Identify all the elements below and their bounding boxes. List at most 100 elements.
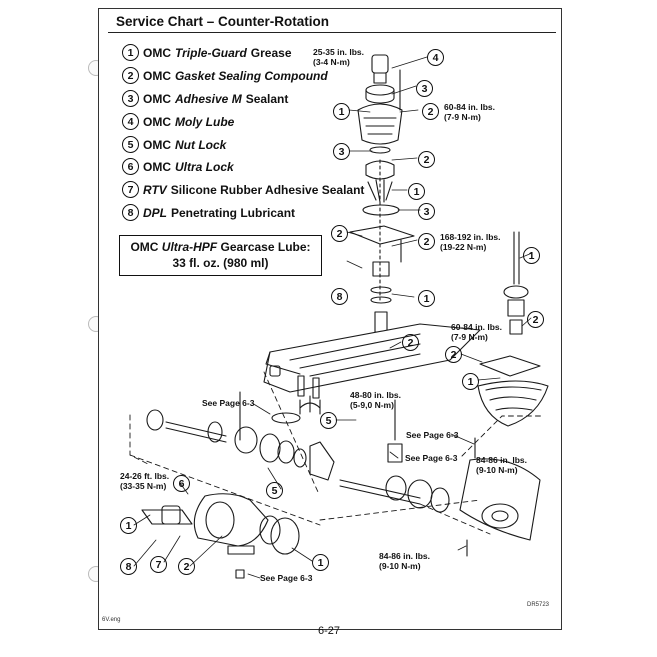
legend-product: Adhesive M bbox=[175, 91, 242, 106]
lube-product: Ultra-HPF bbox=[161, 240, 218, 254]
legend-brand: OMC bbox=[143, 159, 171, 174]
torque-value: 25-35 in. lbs. bbox=[313, 47, 365, 57]
legend-item-6: 6 OMC Ultra Lock bbox=[122, 158, 234, 175]
torque-value: 60-84 in. lbs. bbox=[451, 322, 503, 332]
bearing-housing-left bbox=[141, 493, 300, 579]
callout-6-retainer-bolt: 6 bbox=[173, 475, 190, 492]
callout-3-impeller-seal: 3 bbox=[418, 203, 435, 220]
callout-7-bearing-housing: 7 bbox=[150, 556, 167, 573]
legend-rest: Sealant bbox=[245, 91, 289, 106]
torque-spec-retainer-screws: 24-26 ft. lbs. (33-35 N-m) bbox=[120, 471, 169, 491]
footer-code: 6V.eng bbox=[102, 617, 121, 623]
torque-spec-trim-tab: 84-86 in. lbs. (9-10 N-m) bbox=[379, 551, 430, 571]
lube-line-1: OMC Ultra-HPF Gearcase Lube: bbox=[120, 239, 321, 255]
callout-1-impeller: 1 bbox=[408, 183, 425, 200]
water-pump-assembly bbox=[349, 54, 415, 333]
page-frame bbox=[98, 8, 562, 630]
title-rule bbox=[108, 32, 556, 34]
legend-product: Nut Lock bbox=[175, 137, 227, 152]
legend-product: Gasket Sealing Compound bbox=[175, 68, 328, 83]
page-number: 6-27 bbox=[318, 625, 341, 637]
legend-number: 7 bbox=[122, 181, 139, 198]
legend-brand: OMC bbox=[143, 137, 171, 152]
callout-1-housing-oring: 1 bbox=[312, 554, 329, 571]
legend-brand: OMC bbox=[143, 45, 171, 60]
legend-number: 6 bbox=[122, 158, 139, 175]
torque-spec-pinion-nut: 48-80 in. lbs. (5-9,0 N-m) bbox=[350, 390, 401, 410]
callout-5-pinion: 5 bbox=[320, 412, 337, 429]
legend-brand: OMC bbox=[143, 68, 171, 83]
torque-spec-water-pump: 25-35 in. lbs. (3-4 N-m) bbox=[313, 47, 364, 67]
see-page-ref-gear: See Page 6-3 bbox=[405, 453, 458, 463]
lube-quantity: 33 fl. oz. (980 ml) bbox=[172, 256, 269, 270]
torque-spec-pump-housing: 60-84 in. lbs. (7-9 N-m) bbox=[444, 102, 495, 122]
gearcase-housing bbox=[263, 323, 481, 393]
callout-2-pump-housing: 2 bbox=[422, 103, 439, 120]
callout-2-shift-cover: 2 bbox=[445, 346, 462, 363]
drawing-id: DR5723 bbox=[527, 602, 550, 608]
torque-metric: (19-22 N-m) bbox=[440, 242, 487, 252]
leader-lines bbox=[133, 56, 533, 579]
legend-brand: DPL bbox=[143, 205, 167, 220]
legend-product: Triple-Guard bbox=[175, 45, 247, 60]
torque-metric: (7-9 N-m) bbox=[451, 332, 488, 342]
legend-rest: Penetrating Lubricant bbox=[171, 205, 296, 220]
legend-item-2: 2 OMC Gasket Sealing Compound bbox=[122, 67, 328, 84]
legend-rest: Grease bbox=[250, 45, 292, 60]
see-page-ref-upper-left: See Page 6-3 bbox=[202, 398, 255, 408]
legend-number: 1 bbox=[122, 44, 139, 61]
torque-value: 24-26 ft. lbs. bbox=[120, 471, 170, 481]
propeller-shaft-assembly bbox=[146, 375, 450, 513]
legend-number: 3 bbox=[122, 90, 139, 107]
callout-2-pump-liner: 2 bbox=[418, 151, 435, 168]
torque-value: 60-84 in. lbs. bbox=[444, 102, 496, 112]
legend-rest: Silicone Rubber Adhesive Sealant bbox=[170, 182, 365, 197]
legend-item-5: 5 OMC Nut Lock bbox=[122, 136, 226, 153]
torque-metric: (3-4 N-m) bbox=[313, 57, 350, 67]
torque-metric: (9-10 N-m) bbox=[379, 561, 421, 571]
callout-2-bearing-housing: 2 bbox=[178, 558, 195, 575]
legend-number: 2 bbox=[122, 67, 139, 84]
callout-1-shift-rod: 1 bbox=[523, 247, 540, 264]
lube-brand: OMC bbox=[130, 240, 159, 254]
legend-item-1: 1 OMC Triple-Guard Grease bbox=[122, 44, 292, 61]
callout-2-impeller-plate: 2 bbox=[331, 225, 348, 242]
page-title: Service Chart – Counter-Rotation bbox=[116, 14, 330, 29]
gearcase-lube-box: OMC Ultra-HPF Gearcase Lube: 33 fl. oz. … bbox=[119, 235, 322, 276]
legend-brand: RTV bbox=[143, 182, 167, 197]
torque-value: 168-192 in. lbs. bbox=[440, 232, 501, 242]
legend-number: 4 bbox=[122, 113, 139, 130]
legend-product: Moly Lube bbox=[175, 114, 235, 129]
legend-number: 5 bbox=[122, 136, 139, 153]
torque-spec-pump-base: 168-192 in. lbs. (19-22 N-m) bbox=[440, 232, 500, 252]
legend-brand: OMC bbox=[143, 114, 171, 129]
callout-2-plate-right: 2 bbox=[418, 233, 435, 250]
torque-value: 84-86 in. lbs. bbox=[476, 455, 528, 465]
callout-1-driveshaft-seal: 1 bbox=[418, 290, 435, 307]
legend-product: Ultra Lock bbox=[175, 159, 234, 174]
legend-item-8: 8 DPL Penetrating Lubricant bbox=[122, 204, 295, 221]
torque-value: 84-86 in. lbs. bbox=[379, 551, 431, 561]
callout-1-shift-cover: 1 bbox=[462, 373, 479, 390]
legend-brand: OMC bbox=[143, 91, 171, 106]
legend-item-3: 3 OMC Adhesive M Sealant bbox=[122, 90, 288, 107]
reference-lines bbox=[129, 371, 543, 535]
torque-spec-anode: 84-86 in. lbs. (9-10 N-m) bbox=[476, 455, 527, 475]
legend-item-7: 7 RTV Silicone Rubber Adhesive Sealant bbox=[122, 181, 364, 198]
callout-5-forward-gear: 5 bbox=[266, 482, 283, 499]
legend-number: 8 bbox=[122, 204, 139, 221]
torque-spec-shift-cover: 60-84 in. lbs. (7-9 N-m) bbox=[451, 322, 502, 342]
callout-3-pump-top: 3 bbox=[416, 80, 433, 97]
callout-2-shift-rod-nut: 2 bbox=[527, 311, 544, 328]
torque-metric: (33-35 N-m) bbox=[120, 481, 167, 491]
callout-1-prop-shaft-seal: 1 bbox=[120, 517, 137, 534]
callout-4-pump-top: 4 bbox=[427, 49, 444, 66]
torque-value: 48-80 in. lbs. bbox=[350, 390, 402, 400]
callout-1-pump-housing: 1 bbox=[333, 103, 350, 120]
legend-item-4: 4 OMC Moly Lube bbox=[122, 113, 234, 130]
see-page-ref-bottom: See Page 6-3 bbox=[260, 573, 313, 583]
shift-rod-assembly bbox=[459, 231, 549, 557]
see-page-ref-shift: See Page 6-3 bbox=[406, 430, 459, 440]
callout-2-gearcase-housing: 2 bbox=[402, 334, 419, 351]
